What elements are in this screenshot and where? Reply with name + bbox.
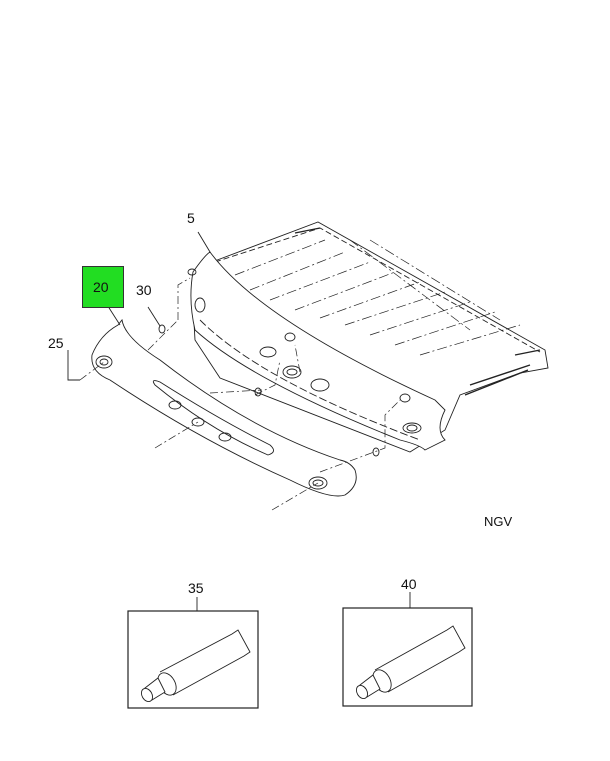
box-item-40 <box>342 607 473 707</box>
callout-40[interactable]: 40 <box>401 576 417 592</box>
leader-lines <box>67 231 411 611</box>
alignment-lines <box>79 277 401 511</box>
diagram-code: NGV <box>484 514 513 529</box>
callout-35[interactable]: 35 <box>188 580 204 596</box>
callout-25[interactable]: 25 <box>48 335 64 351</box>
callout-30[interactable]: 30 <box>136 282 152 298</box>
callout-20-label: 20 <box>93 279 109 295</box>
roof-panel <box>187 221 549 453</box>
box-item-35 <box>127 610 259 709</box>
callout-5[interactable]: 5 <box>187 210 195 226</box>
trim-panel <box>91 318 357 497</box>
callout-20-highlighted[interactable]: 20 <box>82 266 124 308</box>
